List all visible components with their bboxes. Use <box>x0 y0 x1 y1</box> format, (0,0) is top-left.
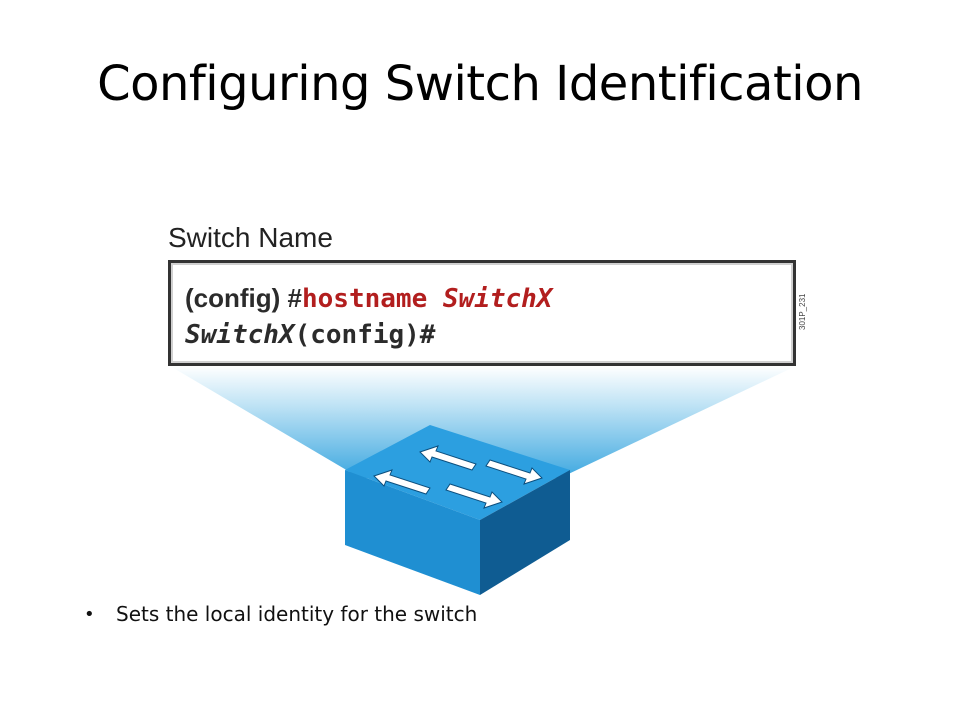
arrow-icon <box>445 483 503 509</box>
beam-cone <box>170 366 796 478</box>
hostname-keyword: hostname <box>302 284 428 314</box>
config-prompt: (config) # <box>185 283 302 313</box>
space <box>427 284 443 314</box>
bullet-dot-icon: • <box>84 603 95 625</box>
switch-top-face <box>345 425 570 520</box>
hostname-argument: SwitchX <box>442 284 553 314</box>
bullet-text: Sets the local identity for the switch <box>116 602 478 626</box>
slide-title: Configuring Switch Identification <box>97 56 863 112</box>
figure-label: Switch Name <box>168 222 333 253</box>
config-mode-prompt: (config)# <box>294 320 436 350</box>
switch-side-face <box>480 470 570 595</box>
arrow-icon <box>419 445 477 471</box>
command-line-1: (config) #hostname SwitchX <box>185 283 552 314</box>
arrow-icon <box>485 459 543 485</box>
command-box: (config) #hostname SwitchX SwitchX(confi… <box>168 260 796 366</box>
command-line-2: SwitchX(config)# <box>185 319 435 350</box>
arrow-icon <box>373 469 431 495</box>
switch-front-face <box>345 470 480 595</box>
new-hostname-prompt: SwitchX <box>185 320 295 350</box>
figure-id: 301P_231 <box>798 293 807 330</box>
bullet-list: • Sets the local identity for the switch <box>84 602 477 626</box>
